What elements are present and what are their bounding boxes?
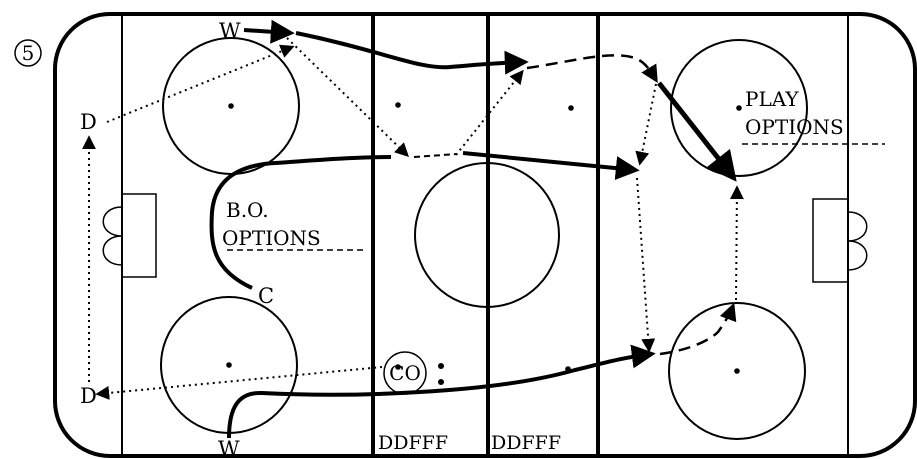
zone-label-left: DDFFF — [378, 432, 448, 454]
play-options-line2: OPTIONS — [745, 115, 844, 139]
pass-right-down2 — [636, 177, 656, 353]
net-right — [812, 198, 868, 283]
path-dash-mid — [413, 153, 458, 158]
path-dash-top — [526, 54, 658, 84]
faceoff-dot — [734, 368, 740, 374]
bo-options-line2: OPTIONS — [222, 226, 321, 250]
center-circle — [414, 162, 560, 308]
faceoff-dot — [226, 362, 232, 368]
drill-number: 5 — [22, 41, 35, 65]
path-c-loop — [209, 155, 392, 290]
net-left — [102, 193, 157, 278]
player-d-bottom: D — [80, 384, 97, 408]
rink-boards — [53, 12, 917, 458]
pass-d-to-w — [106, 44, 295, 123]
player-w-bottom: W — [218, 437, 240, 459]
neutral-dot — [395, 364, 401, 370]
dashed-paths — [413, 54, 737, 356]
play-options-line1: PLAY — [745, 87, 799, 111]
bo-options-line1: B.O. — [226, 198, 269, 222]
pass-right-down1 — [635, 83, 657, 166]
pass-co-to-d — [95, 366, 383, 400]
path-mid-lane — [462, 151, 640, 181]
path-w-bottom — [227, 344, 656, 439]
player-c: C — [258, 284, 274, 308]
player-w-top: W — [219, 19, 241, 43]
puck — [438, 379, 444, 385]
pass-right-up — [729, 185, 744, 301]
path-w-top-entry — [243, 19, 295, 44]
pass-w-to-mid — [286, 37, 410, 157]
path-dash-bottom — [659, 302, 737, 356]
faceoff-dot — [736, 105, 742, 111]
neutral-dot — [395, 102, 401, 108]
path-play-drive — [657, 81, 737, 182]
pass-paths — [82, 37, 744, 400]
coach-marker — [383, 351, 427, 395]
faceoff-dot — [228, 103, 234, 109]
faceoff-circle-bottom-right — [668, 302, 806, 440]
zone-label-right: DDFFF — [491, 432, 561, 454]
path-w-top-wide — [295, 31, 529, 75]
skating-paths — [209, 19, 737, 439]
puck — [438, 363, 444, 369]
drill-number-badge — [14, 39, 42, 67]
player-d-top: D — [80, 110, 97, 134]
neutral-dot — [568, 105, 574, 111]
faceoff-circle-top-right — [670, 39, 808, 177]
coach-label: CO — [389, 361, 421, 385]
